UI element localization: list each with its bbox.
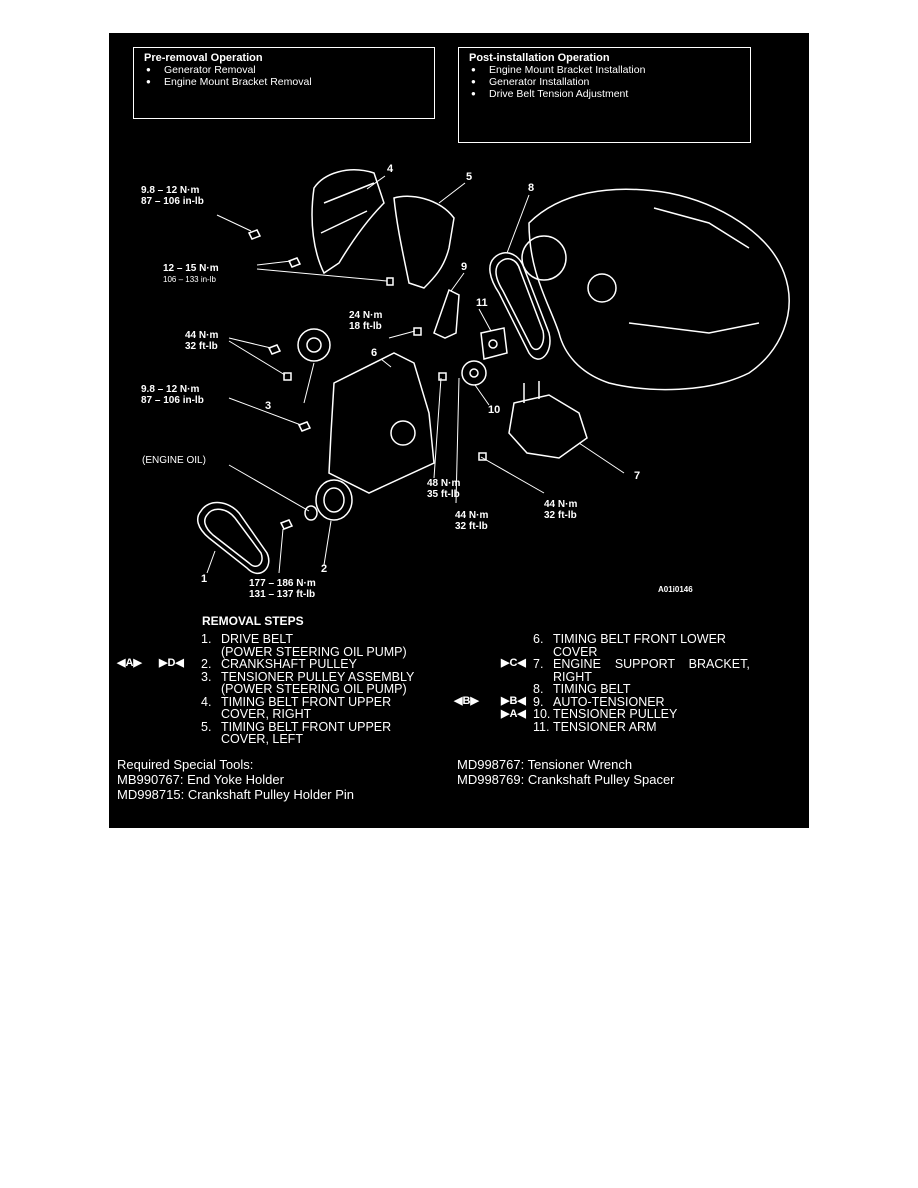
lower-cover xyxy=(328,352,435,494)
removal-step: 8.TIMING BELT xyxy=(533,682,631,696)
upper-cover-right xyxy=(311,169,385,275)
part-number: 5 xyxy=(466,171,473,183)
step-marker: ▶A◀ xyxy=(501,708,526,720)
engine-cam-boss xyxy=(521,235,567,281)
bolt xyxy=(247,229,262,240)
diagram-panel: Pre-removal Operation Generator Removal … xyxy=(109,33,809,828)
tensioner-pulley xyxy=(461,360,487,386)
upper-cover-left xyxy=(393,195,455,289)
bolt xyxy=(438,372,447,381)
removal-step: 3.TENSIONER PULLEY ASSEMBLY(POWER STEERI… xyxy=(201,669,415,696)
pre-removal-item: Generator Removal xyxy=(144,64,424,76)
part-number: 1 xyxy=(201,573,208,585)
removal-step: 1.DRIVE BELT(POWER STEERING OIL PUMP) xyxy=(201,632,407,659)
support-bracket-studs xyxy=(523,381,540,403)
pulley-assembly xyxy=(297,328,331,362)
figure-code: A01i0146 xyxy=(658,585,693,594)
part-number: 3 xyxy=(265,400,272,412)
removal-steps-title: REMOVAL STEPS xyxy=(202,614,304,628)
removal-step: 10.TENSIONER PULLEY xyxy=(533,707,678,721)
engine-block xyxy=(528,188,790,391)
post-installation-item: Generator Installation xyxy=(469,76,740,88)
special-tool: MD998769: Crankshaft Pulley Spacer xyxy=(457,772,675,787)
bolt xyxy=(279,519,294,530)
bolt xyxy=(413,327,422,336)
removal-step: 7.ENGINE SUPPORT BRACKET,RIGHT xyxy=(533,657,750,684)
bolt xyxy=(287,257,302,268)
part-number: 10 xyxy=(488,404,501,416)
removal-step: 9.AUTO-TENSIONER xyxy=(533,694,665,709)
engine-oil-note: (ENGINE OIL) xyxy=(142,455,206,466)
removal-step: 2.CRANKSHAFT PULLEY xyxy=(201,657,357,671)
tensioner-arm xyxy=(480,327,508,360)
tensioner-arm-hole xyxy=(488,339,498,349)
special-tools-heading: Required Special Tools: xyxy=(117,757,254,772)
timing-belt-inner xyxy=(495,258,545,351)
drive-belt xyxy=(196,501,270,574)
removal-steps-left: 1.DRIVE BELT(POWER STEERING OIL PUMP) 2.… xyxy=(201,633,414,746)
step-marker: ▶B◀ xyxy=(501,695,526,707)
exploded-view-drawing xyxy=(196,169,790,574)
support-bracket xyxy=(508,394,588,459)
engine-cam-boss xyxy=(587,273,617,303)
pre-removal-box: Pre-removal Operation Generator Removal … xyxy=(133,47,435,119)
post-installation-title: Post-installation Operation xyxy=(469,52,610,64)
part-number: 6 xyxy=(371,347,378,359)
upper-cover-right-detail xyxy=(320,182,375,234)
tensioner-pulley-hub xyxy=(469,368,479,378)
part-number: 11 xyxy=(476,297,488,309)
part-number: 8 xyxy=(528,182,535,194)
washer xyxy=(304,505,318,521)
step-marker: ▶D◀ xyxy=(159,657,184,669)
step-marker: ◀A▶ xyxy=(117,657,142,669)
part-number: 9 xyxy=(461,261,468,273)
crankshaft-pulley xyxy=(315,479,353,521)
special-tools-left: Required Special Tools: MB990767: End Yo… xyxy=(117,757,354,802)
post-installation-item: Engine Mount Bracket Installation xyxy=(469,64,740,76)
part-number: 7 xyxy=(634,470,641,482)
leader-lines xyxy=(206,175,625,574)
crankshaft-pulley-inner xyxy=(323,487,345,513)
bolt xyxy=(283,372,292,381)
drive-belt-inner xyxy=(204,508,263,567)
part-number: 4 xyxy=(387,163,394,175)
pre-removal-item: Engine Mount Bracket Removal xyxy=(144,76,424,88)
post-installation-box: Post-installation Operation Engine Mount… xyxy=(458,47,751,143)
timing-belt xyxy=(489,252,551,360)
special-tools-right: MD998767: Tensioner Wrench MD998769: Cra… xyxy=(457,757,675,787)
post-installation-item: Drive Belt Tension Adjustment xyxy=(469,88,740,100)
special-tool: MB990767: End Yoke Holder xyxy=(117,772,284,787)
auto-tensioner xyxy=(433,288,460,339)
pulley-assembly-hub xyxy=(306,337,322,353)
special-tool: MD998715: Crankshaft Pulley Holder Pin xyxy=(117,787,355,802)
lower-cover-hole xyxy=(390,420,416,446)
step-marker: ◀B▶ xyxy=(454,695,479,707)
special-tool: MD998767: Tensioner Wrench xyxy=(457,757,633,772)
engine-detail xyxy=(628,207,760,334)
bolt xyxy=(386,277,394,286)
step-marker: ▶C◀ xyxy=(501,657,526,669)
pre-removal-title: Pre-removal Operation xyxy=(144,52,263,64)
part-number: 2 xyxy=(321,563,328,575)
removal-step: 11.TENSIONER ARM xyxy=(533,719,657,734)
bolt xyxy=(267,344,282,355)
bolt xyxy=(297,421,312,432)
